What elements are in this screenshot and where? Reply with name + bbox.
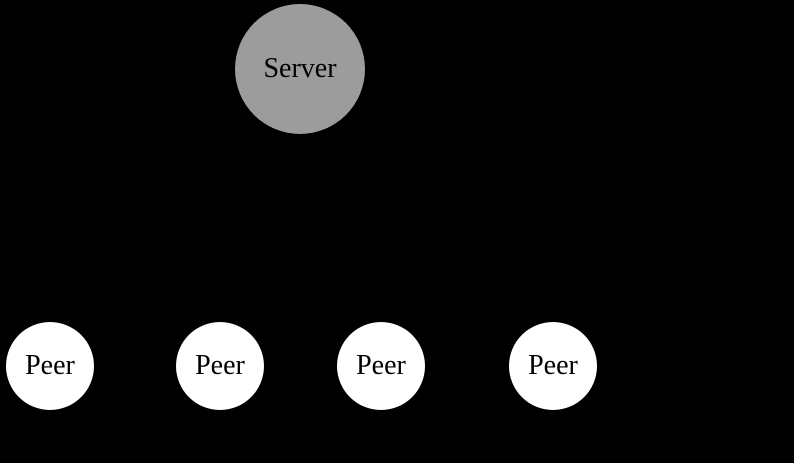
peer-node-1: Peer — [6, 322, 94, 410]
peer-node-label: Peer — [356, 350, 406, 381]
peer-node-4: Peer — [509, 322, 597, 410]
server-node-label: Server — [263, 53, 337, 84]
peer-node-2: Peer — [176, 322, 264, 410]
server-node: Server — [235, 4, 365, 134]
peer-node-3: Peer — [337, 322, 425, 410]
peer-node-label: Peer — [528, 350, 578, 381]
peer-node-label: Peer — [25, 350, 75, 381]
peer-node-label: Peer — [195, 350, 245, 381]
